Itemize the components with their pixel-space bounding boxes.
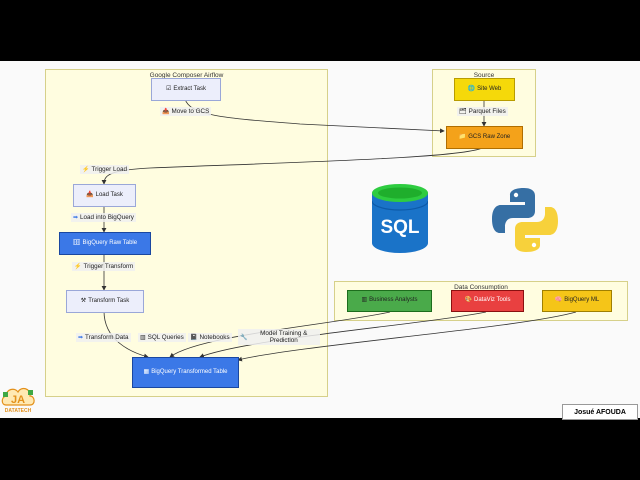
datatech-logo-text: DATATECH xyxy=(5,408,32,414)
edge-label-notebooks: 📓 Notebooks xyxy=(188,333,232,342)
bigquery-transformed-table-node[interactable]: ▦ BigQuery Transformed Table xyxy=(132,357,239,388)
author-name: Josué AFOUDA xyxy=(562,404,638,420)
sql-queries-text: SQL Queries xyxy=(147,334,184,341)
python-logo xyxy=(492,188,558,252)
notebooks-text: Notebooks xyxy=(199,334,230,341)
arrow-icon: ➡ xyxy=(78,335,84,341)
edge-label-trigger-transform: ⚡ Trigger Transform xyxy=(72,262,136,271)
business-analysts-label: Business Analysts xyxy=(369,297,418,304)
lightning-icon: ⚡ xyxy=(74,264,82,270)
bigquery-transformed-table-label: BigQuery Transformed Table xyxy=(151,368,228,375)
move-to-gcs-text: Move to GCS xyxy=(171,108,210,115)
chart-icon: ▥ xyxy=(361,297,368,304)
transform-task-label: Transform Task xyxy=(88,297,130,304)
notebook-icon: 📓 xyxy=(190,335,198,341)
cloud-icon: JA DATATECH xyxy=(1,387,35,414)
dataviz-tools-label: DataViz Tools xyxy=(474,297,511,304)
load-task-node[interactable]: 📥 Load Task xyxy=(73,184,136,207)
model-training-text: Model Training & Prediction xyxy=(260,330,308,344)
edge-label-sql-queries: ▥ SQL Queries xyxy=(138,333,186,342)
transform-task-node[interactable]: ⚒ Transform Task xyxy=(66,290,144,313)
edge-label-model-training: 🔧 Model Training & Prediction xyxy=(238,329,320,345)
edge-label-move-to-gcs: 📤 Move to GCS xyxy=(160,107,212,116)
gcs-raw-zone-label: GCS Raw Zone xyxy=(468,133,511,140)
edge-label-parquet-files: 🗂 Parquet Files xyxy=(457,107,508,116)
consumption-cluster-title: Data Consumption xyxy=(454,284,508,291)
task-icon: ☑ xyxy=(166,85,172,92)
bigquery-ml-node[interactable]: 🧠 BigQuery ML xyxy=(542,290,612,312)
globe-icon: 🌐 xyxy=(467,85,476,92)
ja-logo-text: JA xyxy=(11,394,25,406)
bigquery-raw-table-node[interactable]: 🗄 BigQuery Raw Table xyxy=(59,232,151,255)
extract-task-label: Extract Task xyxy=(173,85,206,92)
arrow-icon: ➡ xyxy=(73,215,79,221)
extract-task-node[interactable]: ☑ Extract Task xyxy=(151,78,221,101)
download-icon: 📥 xyxy=(86,191,94,198)
wrench-icon: 🔧 xyxy=(240,334,248,341)
bigquery-ml-label: BigQuery ML xyxy=(564,297,600,304)
folder-icon: 📁 xyxy=(458,133,467,140)
transform-data-text: Transform Data xyxy=(85,334,129,341)
ja-datatech-logo: JA DATATECH xyxy=(0,381,36,415)
lightning-icon: ⚡ xyxy=(82,167,90,173)
gcs-raw-zone-node[interactable]: 📁 GCS Raw Zone xyxy=(446,126,523,149)
load-into-bigquery-text: Load into BigQuery xyxy=(80,214,134,221)
upload-icon: 📤 xyxy=(162,109,170,115)
sql-logo: SQL xyxy=(372,184,428,253)
edge-label-trigger-load: ⚡ Trigger Load xyxy=(80,165,129,174)
airflow-cluster-title: Google Composer Airflow xyxy=(149,72,224,79)
chart-icon: ▥ xyxy=(140,335,146,341)
palette-icon: 🎨 xyxy=(464,297,472,304)
files-icon: 🗂 xyxy=(459,109,467,115)
table-icon: ▦ xyxy=(143,368,150,375)
parquet-files-text: Parquet Files xyxy=(468,108,506,115)
sql-logo-text: SQL xyxy=(380,217,419,238)
source-cluster-title: Source xyxy=(473,72,495,79)
business-analysts-node[interactable]: ▥ Business Analysts xyxy=(347,290,432,312)
bigquery-raw-table-label: BigQuery Raw Table xyxy=(82,239,138,246)
dataviz-tools-node[interactable]: 🎨 DataViz Tools xyxy=(451,290,524,312)
site-web-node[interactable]: 🌐 Site Web xyxy=(454,78,515,101)
database-icon: 🗄 xyxy=(72,239,81,246)
load-task-label: Load Task xyxy=(95,191,123,198)
edge-label-transform-data: ➡ Transform Data xyxy=(76,333,131,342)
trigger-load-text: Trigger Load xyxy=(91,166,127,173)
edge-label-load-into-bigquery: ➡ Load into BigQuery xyxy=(71,213,136,222)
trigger-transform-text: Trigger Transform xyxy=(83,263,134,270)
tools-icon: ⚒ xyxy=(80,297,87,304)
brain-icon: 🧠 xyxy=(554,297,563,304)
site-web-label: Site Web xyxy=(477,85,502,92)
